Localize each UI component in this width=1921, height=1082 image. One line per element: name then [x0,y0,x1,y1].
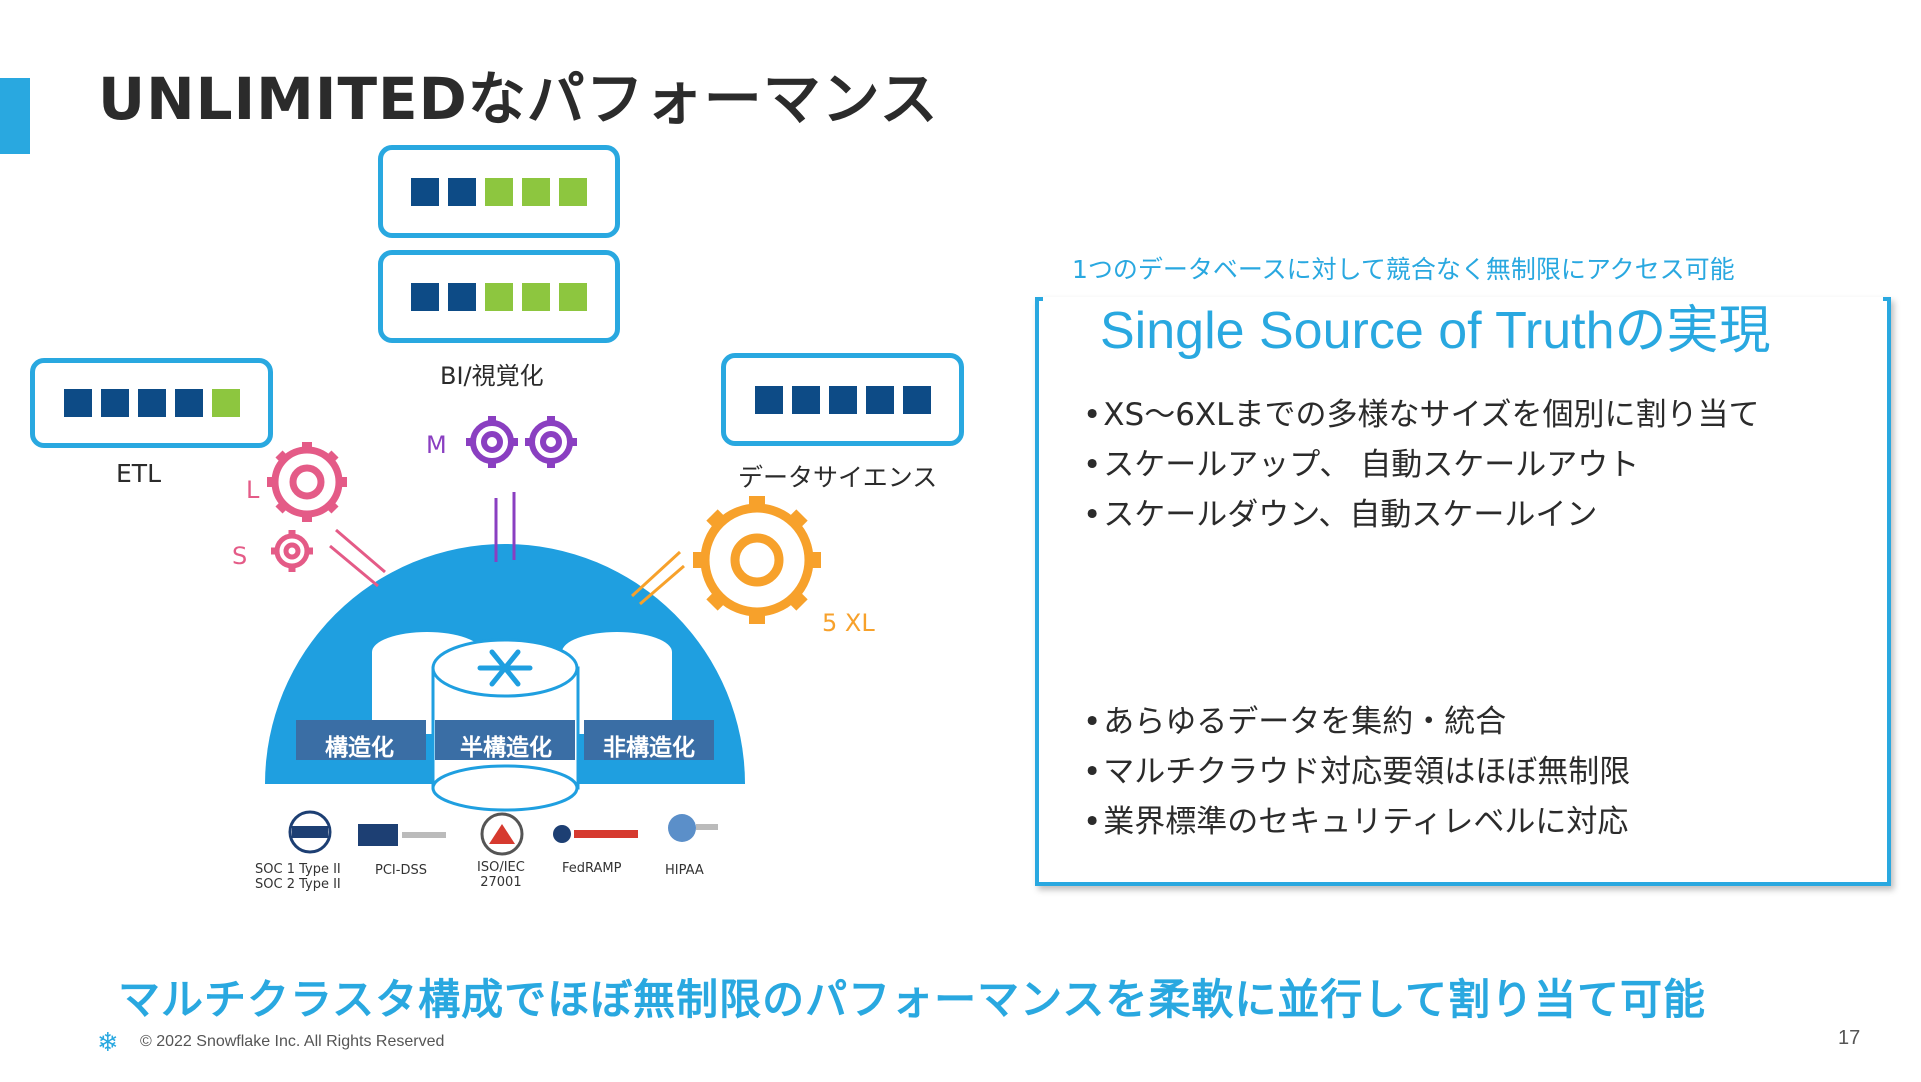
storage-label-bg [435,720,575,760]
fedramp-logo [553,825,638,843]
compute-block [754,385,783,414]
datascience-workload-box [721,353,964,446]
datascience-label: データサイエンス [738,463,938,492]
bi-workload-box-1 [378,145,620,238]
storage-label-bg [296,720,426,760]
bullet-item: スケールアップ、 自動スケールアウト [1083,440,1760,490]
cert-pci-label: PCI-DSS [375,863,427,878]
panel-heading: Single Source of Truthの実現 [1100,302,1771,360]
cert-hipaa-label: HIPAA [665,863,704,878]
compute-block [137,389,166,417]
aicpa-soc-logo [288,810,332,854]
scale-arrow-icon [494,492,516,562]
compute-block [865,385,894,414]
compute-block [211,389,240,417]
bullet-item: XS〜6XLまでの多様なサイズを個別に割り当て [1083,390,1759,440]
panel-bullets-top: XS〜6XLまでの多様なサイズを個別に割り当て スケールアップ、 自動スケールア… [1083,390,1760,540]
size-label-5xl: 5 XL [822,609,875,637]
scale-arrow-icon [329,528,386,588]
gear-icon [693,496,821,624]
copyright-text: © 2022 Snowflake Inc. All Rights Reserve… [140,1033,445,1050]
title-accent-bar [0,78,30,154]
compute-block [522,282,550,311]
gear-icon [466,416,577,468]
bullet-item: マルチクラウド対応要領はほぼ無制限 [1083,747,1630,797]
storage-label-semi: 半構造化 [460,735,552,761]
size-label-l: L [246,476,260,504]
compute-block [100,389,129,417]
compute-block [902,385,931,414]
etl-label: ETL [116,459,161,488]
snowflake-icon [477,649,533,687]
compute-block [174,389,203,417]
panel-frame [1035,297,1891,886]
compute-block [791,385,820,414]
architecture-diagram [265,416,821,812]
bi-workload-box-2 [378,250,620,343]
compute-block [411,282,439,311]
storage-label-unstructured: 非構造化 [603,735,695,761]
bottom-message: マルチクラスタ構成でほぼ無制限のパフォーマンスを柔軟に並行して割り当て可能 [118,975,1707,1024]
bullet-item: 業界標準のセキュリティレベルに対応 [1083,797,1630,847]
compute-block [63,389,92,417]
compute-block [559,177,587,206]
page-number: 17 [1838,1027,1861,1049]
size-label-m: M [426,431,447,459]
compute-block [411,177,439,206]
storage-label-structured: 構造化 [325,735,394,761]
size-label-s: S [232,542,248,570]
panel-corner [1035,297,1043,301]
slide-title: UNLIMITEDなパフォーマンス [98,65,939,133]
pci-logo [358,824,446,846]
compute-block [485,282,513,311]
compute-block [828,385,857,414]
panel-corner [1883,297,1891,301]
storage-label-bg [584,720,714,760]
compute-block [448,282,476,311]
bi-label: BI/視覚化 [440,362,544,390]
scale-arrow-icon [630,550,685,606]
gear-icon [271,530,313,572]
compute-block [522,177,550,206]
panel-bullets-bottom: あらゆるデータを集約・統合 マルチクラウド対応要領はほぼ無制限 業界標準のセキュ… [1083,697,1630,847]
cert-fedramp-label: FedRAMP [562,861,622,876]
hipaa-logo [668,814,718,842]
gear-icon [267,442,347,522]
compute-block [559,282,587,311]
align-iso-logo [480,812,524,856]
panel-subtitle: 1つのデータベースに対して競合なく無制限にアクセス可能 [1072,255,1735,284]
bullet-item: あらゆるデータを集約・統合 [1083,697,1630,747]
compute-block [448,177,476,206]
snowflake-logo-icon: ❄ [97,1028,119,1058]
bullet-item: スケールダウン、自動スケールイン [1083,490,1760,540]
compute-block [485,177,513,206]
etl-workload-box [30,358,273,448]
